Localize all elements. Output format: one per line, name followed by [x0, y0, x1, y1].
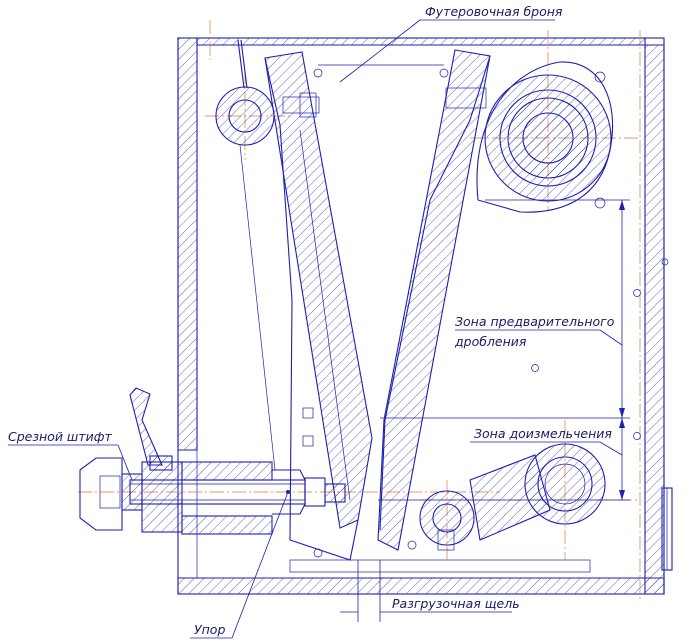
label-pre-crushing-zone-2: дробления — [454, 334, 527, 349]
label-armor: Футеровочная броня — [425, 4, 563, 19]
left-eccentric-shaft — [215, 39, 275, 146]
zone-dimensions — [378, 199, 630, 501]
lower-toggle — [419, 443, 606, 551]
bolt-holes — [313, 64, 669, 440]
leaders — [8, 19, 623, 639]
right-flywheel — [476, 61, 614, 213]
label-pre-crushing-zone: Зона предварительного — [455, 314, 615, 329]
labels: Футеровочная броня Зона предварительного… — [8, 4, 615, 637]
label-discharge-gap: Разгрузочная щель — [392, 596, 520, 611]
label-regrind-zone: Зона доизмельчения — [474, 426, 612, 441]
left-bolt-assembly — [79, 387, 346, 535]
frame — [177, 37, 673, 595]
label-stop: Упор — [194, 622, 225, 637]
left-jaw — [239, 51, 373, 561]
label-shear-pin: Срезной штифт — [8, 429, 112, 444]
right-jaw — [377, 49, 491, 551]
gap-markers — [340, 560, 512, 622]
